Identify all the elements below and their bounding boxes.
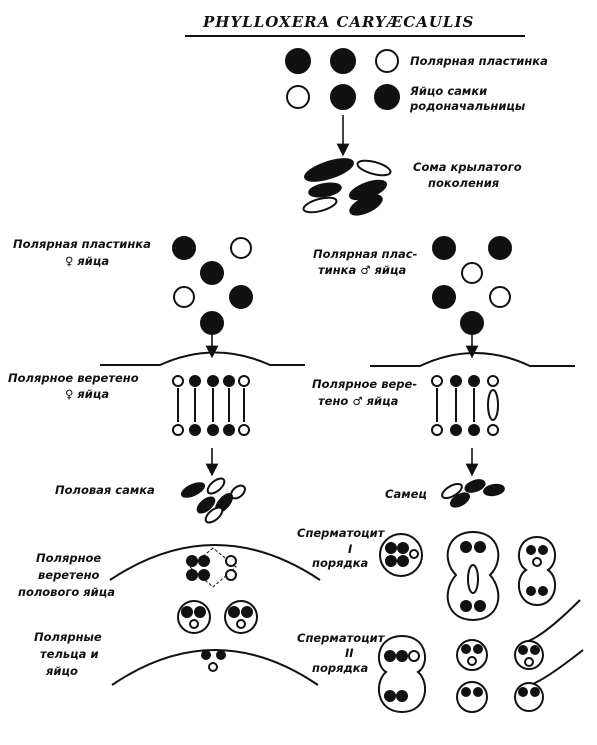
label-male: Самец xyxy=(385,487,427,501)
male-chromosomes xyxy=(441,479,505,508)
label-polar-bodies-2: тельца и xyxy=(40,647,99,661)
spermatocyte-1-cell xyxy=(379,533,423,577)
sperm-with-tail-1 xyxy=(514,599,581,670)
label-sexual-egg-spindle-3: полового яйца xyxy=(18,585,115,599)
spermatid-2 xyxy=(456,681,488,713)
label-right-polar-plate-2: тинка ♂ яйца xyxy=(318,263,407,277)
left-polar-plate-chromosomes xyxy=(172,236,253,335)
right-spindle xyxy=(431,375,499,436)
diagram-title: PHYLLOXERA CARYÆCAULIS xyxy=(202,13,474,31)
label-sexual-female: Половая самка xyxy=(55,483,155,497)
left-spindle xyxy=(172,375,250,436)
top-chromosome-set xyxy=(285,48,400,110)
label-sexual-egg-spindle-1: Полярное xyxy=(36,551,101,565)
label-right-spindle-2: тено ♂ яйца xyxy=(318,394,399,408)
label-spermatocyte-2-c: порядка xyxy=(312,661,369,675)
sperm-with-tail-2 xyxy=(514,649,584,712)
label-left-spindle-2: ♀ яйца xyxy=(65,387,109,401)
label-top-polar-plate: Полярная пластинка xyxy=(410,54,548,68)
label-spermatocyte-1-a: Сперматоцит xyxy=(297,526,386,540)
sexual-egg-surface-upper xyxy=(109,544,321,581)
left-egg-surface xyxy=(100,351,305,366)
label-left-polar-plate-2: ♀ яйца xyxy=(65,254,109,268)
label-spermatocyte-1-b: I xyxy=(348,542,353,556)
label-soma-2: поколения xyxy=(428,176,500,190)
right-egg-surface xyxy=(370,352,575,367)
dividing-spermatocyte-right xyxy=(517,535,557,607)
spermatocyte-2-dividing xyxy=(378,634,426,714)
label-left-polar-plate-1: Полярная пластинка xyxy=(13,237,151,251)
label-spermatocyte-2-b: II xyxy=(345,646,354,660)
sexual-egg-spindle xyxy=(186,547,237,588)
sexual-female-chromosomes xyxy=(180,477,246,524)
label-polar-bodies-1: Полярные xyxy=(34,630,102,644)
soma-chromosomes xyxy=(302,158,392,216)
label-spermatocyte-1-c: порядка xyxy=(312,556,369,570)
label-sexual-egg-spindle-2: веретено xyxy=(38,568,100,582)
label-spermatocyte-2-a: Сперматоцит xyxy=(297,631,386,645)
right-polar-plate-chromosomes xyxy=(432,236,512,335)
label-soma-1: Сома крылатого xyxy=(413,160,522,174)
label-founder-egg-1: Яйцо самки xyxy=(409,84,487,98)
label-right-spindle-1: Полярное вере- xyxy=(312,377,417,391)
label-polar-bodies-3: яйцо xyxy=(45,664,78,678)
label-founder-egg-2: родоначальницы xyxy=(409,99,526,113)
egg-nucleus xyxy=(201,650,226,672)
label-left-spindle-1: Полярное веретено xyxy=(8,371,139,385)
spermatid-1 xyxy=(456,639,488,671)
dividing-spermatocyte xyxy=(446,530,500,622)
polar-bodies xyxy=(177,600,258,634)
egg-surface-lower xyxy=(111,649,319,686)
label-right-polar-plate-1: Полярная плас- xyxy=(313,247,418,261)
